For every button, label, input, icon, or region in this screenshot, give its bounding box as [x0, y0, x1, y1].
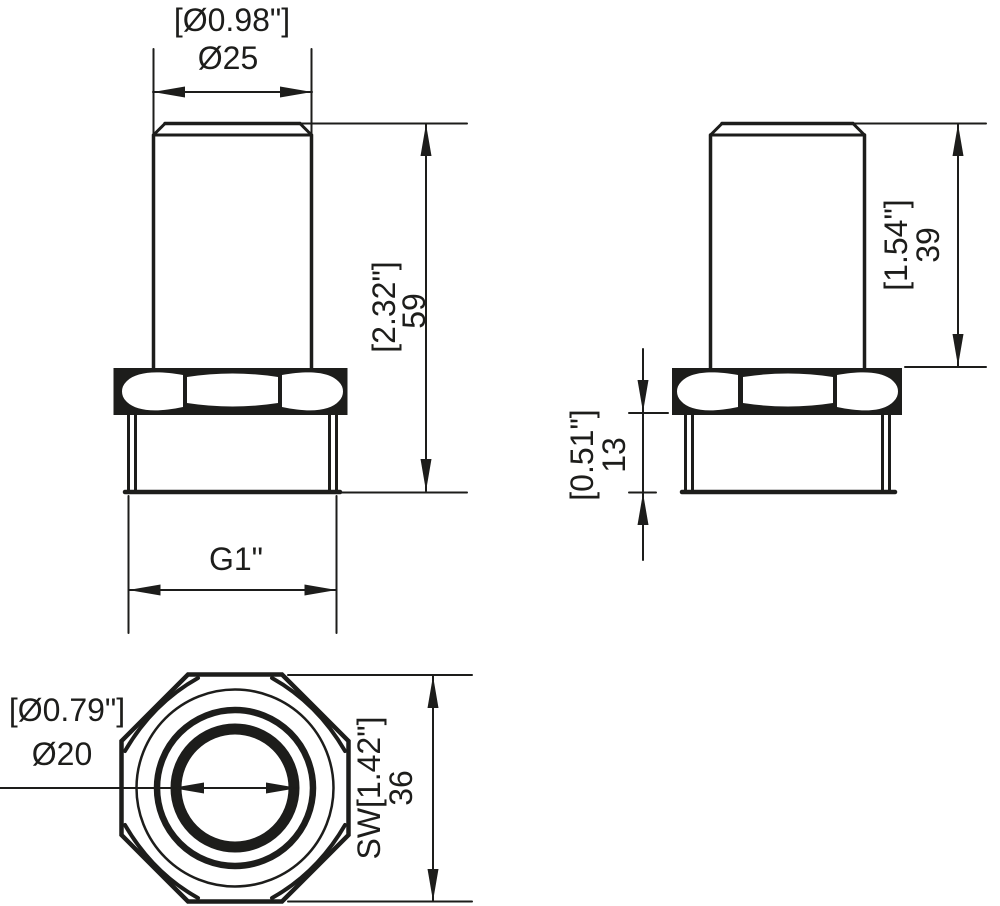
- bottom-bore-inch-label: [Ø0.79"]: [9, 692, 125, 728]
- arrowhead: [172, 782, 204, 794]
- arrowhead: [420, 459, 432, 491]
- front-view: [113, 48, 348, 495]
- dim-front-height: [301, 122, 468, 494]
- front-height-mm-label: 59: [396, 293, 432, 329]
- arrowhead: [952, 334, 964, 366]
- side-thread-length-inch-label: [0.51"]: [564, 409, 600, 500]
- arrowhead: [427, 676, 439, 708]
- side-hex-face-middle: [743, 373, 833, 407]
- bottom-bore-mm-label: Ø20: [32, 736, 92, 772]
- front-thread-section: [122, 413, 343, 495]
- arrowhead: [420, 124, 432, 156]
- front-diameter-mm-label: Ø25: [198, 40, 258, 76]
- front-hex-face-middle: [187, 373, 278, 407]
- side-view: [672, 121, 902, 495]
- bottom-wrench-size-inch-label: SW[1.42"]: [351, 717, 387, 860]
- side-thread-section: [679, 413, 898, 495]
- side-body-height-mm-label: 39: [910, 227, 946, 263]
- front-hex-face-right: [282, 372, 343, 411]
- arrowhead: [637, 493, 649, 525]
- dim-front-thread: [127, 495, 338, 634]
- arrowhead: [280, 86, 312, 98]
- dim-bottom-bore: [0, 782, 299, 794]
- arrowhead: [266, 782, 298, 794]
- front-hex-face-left: [122, 372, 183, 411]
- labels: [Ø0.98"] Ø25 [2.32"] 59 G1" [1.54"] 39 […: [9, 2, 946, 859]
- side-cylinder-body: [708, 121, 867, 371]
- front-height-inch-label: [2.32"]: [366, 261, 402, 352]
- side-body-height-inch-label: [1.54"]: [878, 199, 914, 290]
- arrowhead: [427, 869, 439, 901]
- side-hex-nut: [672, 368, 902, 415]
- dim-side-thread-length: [628, 348, 669, 561]
- bottom-wrench-size-mm-label: 36: [383, 770, 419, 806]
- arrowhead: [153, 86, 185, 98]
- dim-bottom-wrench-size: [287, 674, 473, 903]
- arrowhead: [128, 584, 161, 596]
- dimensions: [0, 86, 987, 903]
- arrowhead: [952, 124, 964, 156]
- side-thread-length-mm-label: 13: [596, 437, 632, 473]
- side-hex-face-right: [837, 372, 898, 411]
- front-diameter-inch-label: [Ø0.98"]: [174, 2, 290, 38]
- front-hex-nut: [113, 368, 348, 415]
- side-hex-face-left: [677, 372, 738, 411]
- dim-front-diameter: [152, 86, 313, 98]
- front-cylinder-body: [151, 121, 314, 371]
- arrowhead: [304, 584, 337, 596]
- front-thread-label: G1": [209, 541, 263, 577]
- arrowhead: [637, 380, 649, 412]
- bottom-corner-chamfers: [123, 676, 347, 900]
- dim-side-body-height: [854, 122, 987, 368]
